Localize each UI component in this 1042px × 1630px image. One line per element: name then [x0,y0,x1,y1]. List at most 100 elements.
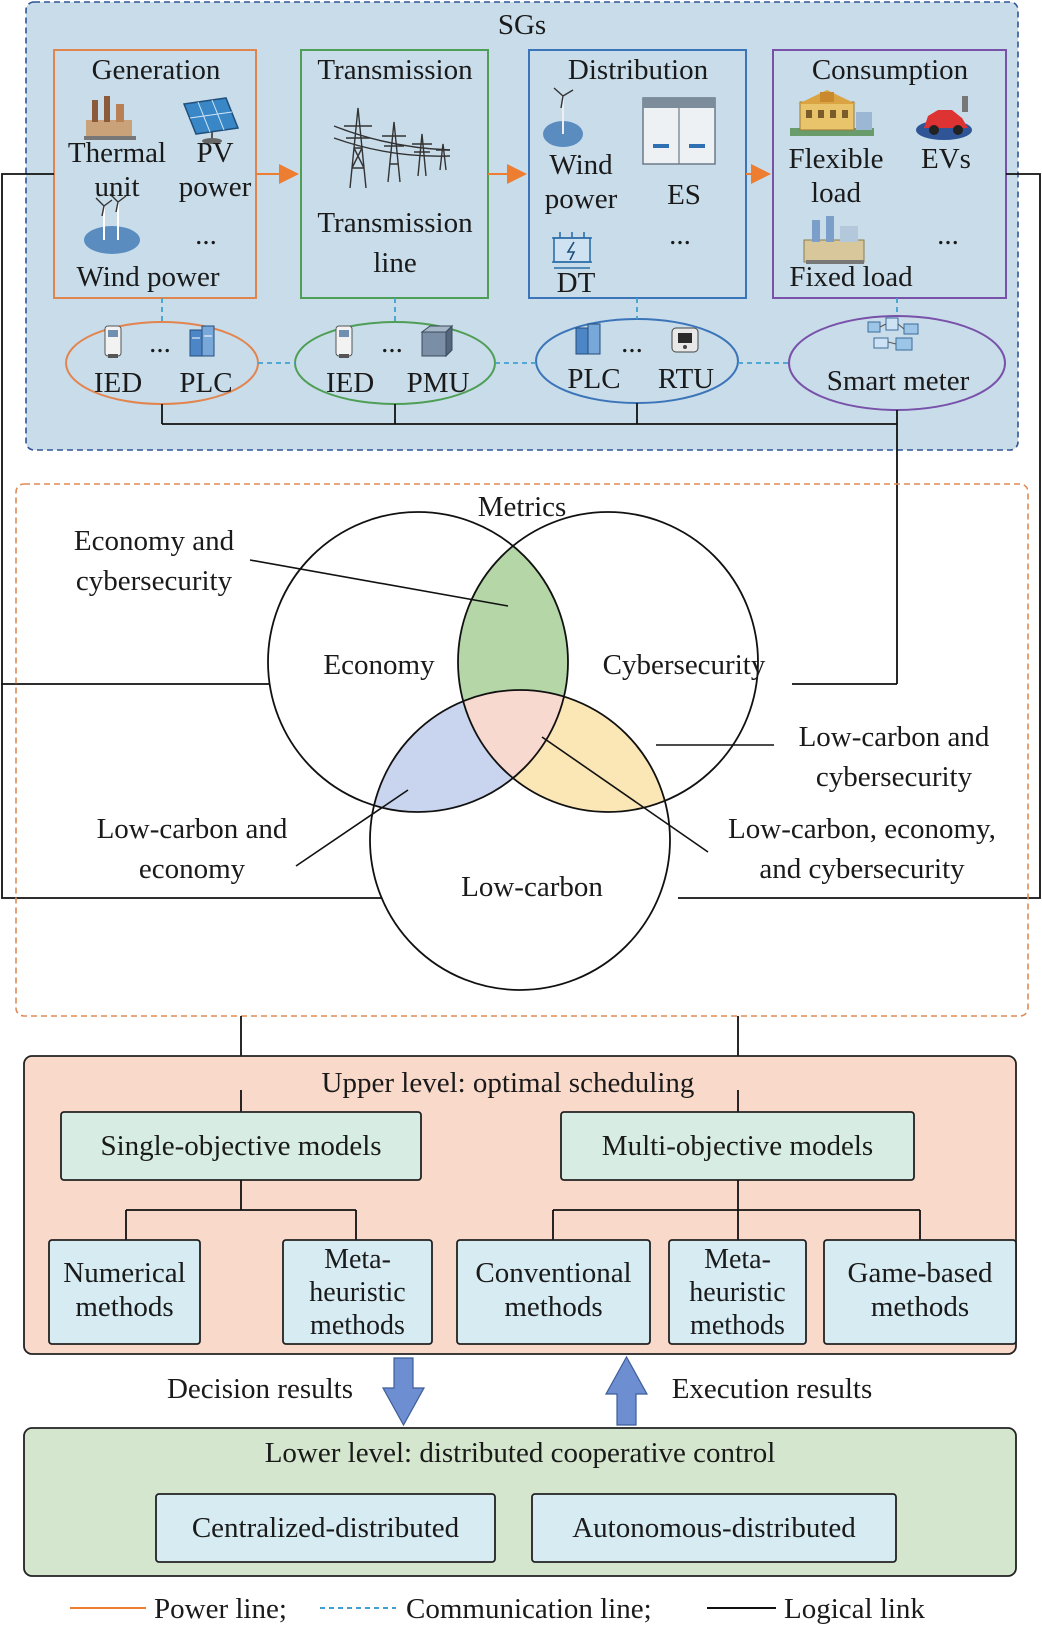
wind-power-label: Wind power [76,261,220,293]
building-icon [790,90,874,136]
distribution-ellipsis: ... [669,219,691,251]
factory-icon [803,216,865,264]
meta2-line2: heuristic [689,1277,786,1308]
thermal-unit-label: Thermal unit [58,136,176,204]
autonomous-label: Autonomous-distributed [572,1512,856,1544]
all-three-line1: Low-carbon, economy, [728,813,996,845]
pv-panel-icon [182,97,240,144]
autonomous-box [531,1493,897,1563]
transmission-line-line1: Transmission [317,207,473,239]
dist-device-ellipsis: ... [621,327,643,359]
meta1-line1: Meta- [324,1244,391,1275]
numerical-methods-label: Numerical methods [49,1256,200,1324]
lowc-econ-line2: economy [138,853,246,885]
thermal-unit-line2: unit [94,171,140,203]
dist-plc-label: PLC [567,363,621,395]
low-carbon-label: Low-carbon [461,871,603,903]
pv-power-line2: power [178,171,252,203]
thermal-plant-icon [84,96,136,140]
meta-heuristic-label-2: Meta- heuristic methods [669,1243,806,1342]
venn-leader-lines [249,559,774,867]
plc-icon-dist [575,323,601,355]
all-three-line2: and cybersecurity [759,853,965,885]
centralized-box [155,1493,496,1563]
smart-meter-icon [867,317,919,351]
gen-device-ellipsis: ... [149,327,171,359]
meta2-line1: Meta- [704,1244,771,1275]
metrics-upper-connectors [240,1016,739,1056]
ev-icon [916,96,972,140]
econ-cyber-line1: Economy and [73,525,235,557]
trans-pmu-label: PMU [406,367,470,399]
device-logical-bus [161,403,898,685]
decision-arrow [381,1357,426,1427]
execution-results-label: Execution results [671,1373,873,1405]
wind-turbine-icon-dist [543,87,583,147]
meta-heuristic-box-1 [282,1239,433,1345]
numerical-line2: methods [75,1291,174,1323]
smart-meter-label: Smart meter [826,365,970,397]
meta1-line2: heuristic [309,1277,406,1308]
all-three-label: Low-carbon, economy, and cybersecurity [704,812,1020,886]
dist-wind-power-label: Wind power [532,148,630,216]
dist-rtu-label: RTU [657,363,715,395]
method-tree-lines [125,1180,921,1240]
upper-level-title: Upper level: optimal scheduling [321,1067,695,1099]
gen-ied-label: IED [93,367,143,399]
transmission-title: Transmission [317,54,473,86]
conventional-methods-box [456,1239,651,1345]
trans-ied-label: IED [325,367,375,399]
es-label: ES [667,179,701,211]
execution-arrow [604,1355,649,1426]
ied-icon-trans [335,325,353,358]
energy-storage-icon [642,97,716,165]
distribution-title: Distribution [567,54,709,86]
lower-level-title: Lower level: distributed cooperative con… [264,1437,776,1469]
wind-turbine-icon [84,193,140,254]
outer-logical-links [1,173,1041,899]
ied-icon [104,325,122,358]
econ-cyber-label: Economy and cybersecurity [56,524,252,598]
venn-diagram [267,511,759,991]
metrics-panel [15,483,1029,1017]
single-objective-label: Single-objective models [100,1130,382,1162]
cybersecurity-label: Cybersecurity [602,649,766,681]
lowc-cyber-label: Low-carbon and cybersecurity [784,720,1004,794]
lowc-cyber-line1: Low-carbon and [798,721,990,753]
legend-communication-label: Communication line; [406,1593,652,1625]
flexible-load-line2: load [811,177,861,209]
transmission-line-line2: line [373,247,417,279]
conventional-line1: Conventional [475,1257,632,1289]
consumption-ellipsis: ... [937,219,959,251]
lowc-econ-line1: Low-carbon and [96,813,288,845]
flexible-load-line1: Flexible [788,143,884,175]
rtu-icon [671,327,699,353]
sgs-panel [25,1,1019,451]
lowc-cyber-region [458,690,670,812]
game-line2: methods [870,1291,970,1323]
economy-label: Economy [323,649,435,681]
conventional-methods-label: Conventional methods [457,1256,650,1324]
numerical-line1: Numerical [63,1257,186,1289]
transmission-line-label: Transmission line [303,206,487,280]
pv-power-line1: PV [196,137,234,169]
game-based-methods-label: Game-based methods [824,1256,1016,1324]
meta1-line3: methods [310,1310,405,1341]
numerical-methods-box [48,1239,201,1345]
metrics-title: Metrics [477,491,567,523]
meta2-line3: methods [690,1310,785,1341]
game-based-methods-box [823,1239,1017,1345]
dist-wind-line2: power [544,183,618,215]
lowc-cyber-line2: cybersecurity [815,761,973,793]
lowc-econ-region [370,690,568,812]
lowc-econ-label: Low-carbon and economy [74,812,310,886]
meta-heuristic-label-1: Meta- heuristic methods [283,1243,432,1342]
legend-logical-label: Logical link [784,1593,925,1625]
gen-plc-label: PLC [179,367,233,399]
multi-objective-label: Multi-objective models [601,1130,874,1162]
meta-heuristic-box-2 [668,1239,807,1345]
communication-lines [161,298,898,364]
decision-results-label: Decision results [166,1373,354,1405]
